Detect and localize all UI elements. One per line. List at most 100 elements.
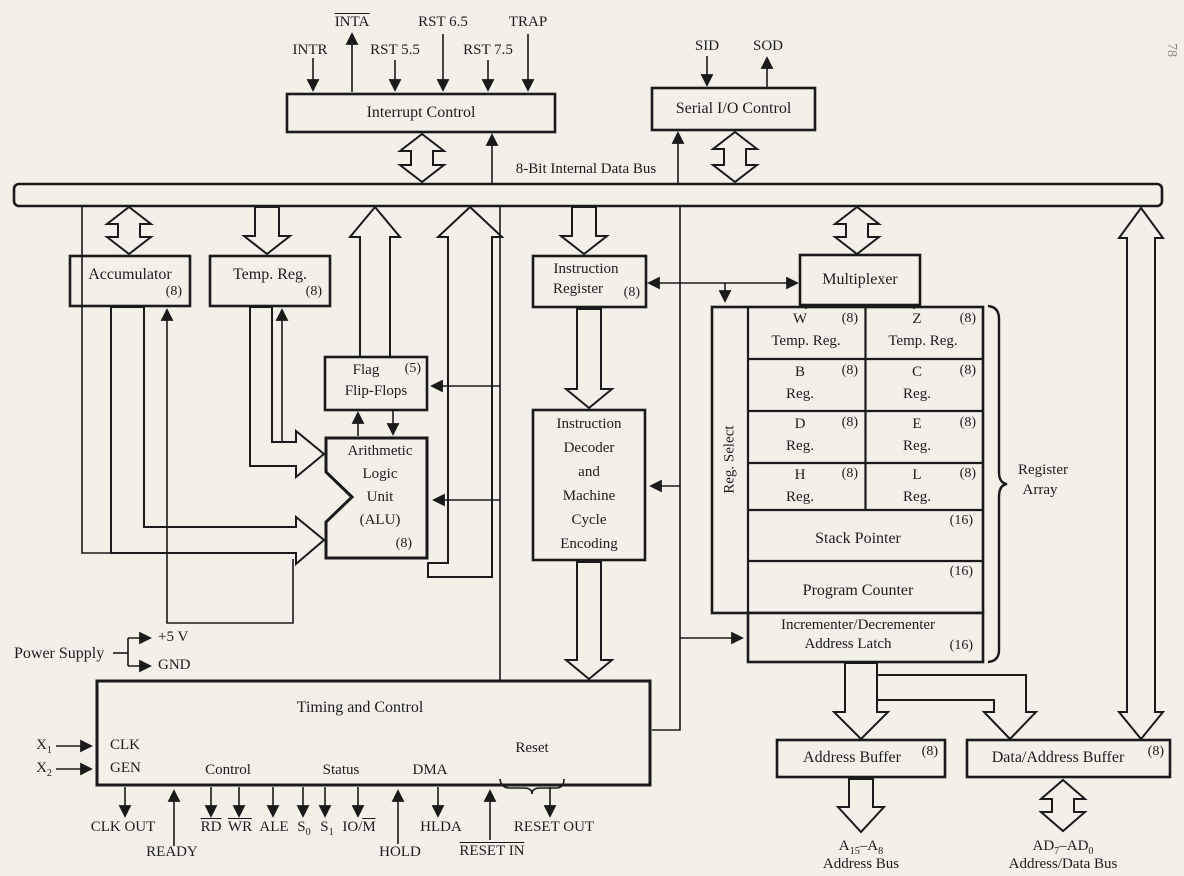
accumulator-box [68, 254, 192, 308]
accumulator-bits: (8) [165, 284, 182, 299]
flag-bus-arrow [347, 205, 403, 358]
control-vertical-right [652, 206, 681, 731]
reg-d-name: D [794, 416, 806, 432]
timing-control-box [95, 679, 652, 787]
pin-label-rst65: RST 6.5 [418, 14, 468, 30]
address-bus-label: Address Bus [822, 856, 900, 872]
pin-label-wr: WR [227, 818, 253, 835]
address-buffer-bits: (8) [921, 744, 938, 759]
acc-alu-arrow [110, 306, 326, 567]
control-group-label: Control [205, 762, 251, 778]
reg-c-sub: Reg. [903, 386, 931, 402]
sp-bits: (16) [949, 513, 973, 528]
pin-label-s1: S1 [320, 819, 334, 838]
pin-label-rd: RD [200, 818, 222, 835]
accumulator-label: Accumulator [88, 266, 172, 283]
incrementer-bits: (16) [949, 638, 973, 653]
reg-b-name: B [794, 364, 806, 380]
register-array-brace [987, 304, 1008, 664]
register-array-box [710, 305, 985, 615]
reg-z-name: Z [912, 311, 922, 327]
alu-line2: Logic [362, 466, 398, 482]
plus5v-label: +5 V [158, 629, 189, 645]
decoder-timing-arrow [563, 561, 615, 681]
gnd-label: GND [158, 657, 191, 673]
interrupt-control-label: Interrupt Control [366, 103, 476, 121]
pin-label-resetin: RESET IN [459, 842, 525, 859]
pin-label-s0: S0 [297, 819, 311, 838]
alu-line3: Unit [366, 489, 394, 505]
hollow-arrows [104, 130, 1166, 834]
bus-tempreg-arrow [241, 206, 293, 256]
reg-b-sub: Reg. [786, 386, 814, 402]
decoder-line5: Cycle [571, 512, 607, 528]
alu-shape [324, 436, 429, 560]
reset-brace [499, 778, 565, 795]
page-number: 78 [1164, 43, 1179, 57]
gen-label: GEN [110, 760, 141, 776]
clk-label: CLK [110, 737, 140, 753]
bus-label: 8-Bit Internal Data Bus [515, 161, 657, 177]
address-buffer-label: Address Buffer [803, 749, 901, 767]
reg-e-sub: Reg. [903, 438, 931, 454]
pin-label-ale: ALE [259, 819, 289, 835]
addrbuf-out-arrow [835, 778, 887, 834]
reg-d-bits: (8) [841, 415, 858, 430]
decoder-line2: Decoder [563, 440, 615, 456]
signal-lines [56, 32, 915, 846]
pin-label-resetout: RESET OUT [513, 819, 595, 835]
data-bus-label: Address/Data Bus [1008, 856, 1118, 872]
pin-label-sid: SID [694, 38, 720, 54]
incrementer-box [746, 611, 985, 664]
address-buffer-box [775, 738, 947, 779]
pin-label-iom: IO/M [342, 818, 376, 835]
temp-reg-bits: (8) [305, 284, 322, 299]
reset-group-label: Reset [515, 740, 549, 756]
data-buffer-label: Data/Address Buffer [991, 749, 1125, 767]
reg-d-sub: Reg. [786, 438, 814, 454]
reg-w-bits: (8) [841, 311, 858, 326]
register-grid-lines [746, 307, 983, 613]
reg-b-bits: (8) [841, 363, 858, 378]
reg-e-name: E [912, 416, 922, 432]
multiplexer-label: Multiplexer [822, 270, 898, 288]
alu-bus-arrow [427, 205, 505, 578]
decoder-line4: Machine [562, 488, 616, 504]
decoder-box [531, 408, 647, 562]
pin-label-intr: INTR [292, 42, 328, 58]
reg-l-sub: Reg. [903, 489, 931, 505]
register-array-label-1: Register [1018, 462, 1068, 478]
incrementer-line2: Address Latch [804, 636, 892, 652]
sp-label: Stack Pointer [815, 530, 901, 547]
decoder-line1: Instruction [556, 416, 622, 432]
pin-label-hlda: HLDA [420, 819, 462, 835]
acc-bus-arrow [104, 205, 154, 256]
dma-group-label: DMA [412, 762, 448, 778]
data-address-buffer-box [965, 738, 1172, 779]
reg-z-sub: Temp. Reg. [888, 333, 958, 349]
flag-ff-box [323, 355, 429, 412]
serial-bus-arrow [710, 130, 760, 184]
bus-ir-arrow [558, 206, 610, 256]
alu-acc-feedback-line [160, 308, 294, 624]
instruction-register-box [531, 254, 648, 309]
ir-line2: Register [553, 281, 603, 297]
internal-data-bus [12, 182, 1164, 208]
timing-title: Timing and Control [296, 699, 424, 716]
incrementer-line1: Incrementer/Decrementer [780, 617, 936, 633]
reg-z-bits: (8) [959, 311, 976, 326]
reg-select-label: Reg. Select [721, 425, 738, 495]
inc-addrbuf-arrow [831, 662, 891, 741]
reg-h-name: H [794, 467, 806, 483]
alu-line1: Arithmetic [347, 443, 413, 459]
bus-left-drop-line [81, 206, 111, 554]
temp-reg-label: Temp. Reg. [233, 266, 307, 283]
ir-line1: Instruction [553, 261, 619, 277]
pin-label-rst75: RST 7.5 [463, 42, 513, 58]
reg-c-bits: (8) [959, 363, 976, 378]
reg-e-bits: (8) [959, 415, 976, 430]
reg-h-sub: Reg. [786, 489, 814, 505]
tempreg-alu-arrow [249, 306, 326, 480]
